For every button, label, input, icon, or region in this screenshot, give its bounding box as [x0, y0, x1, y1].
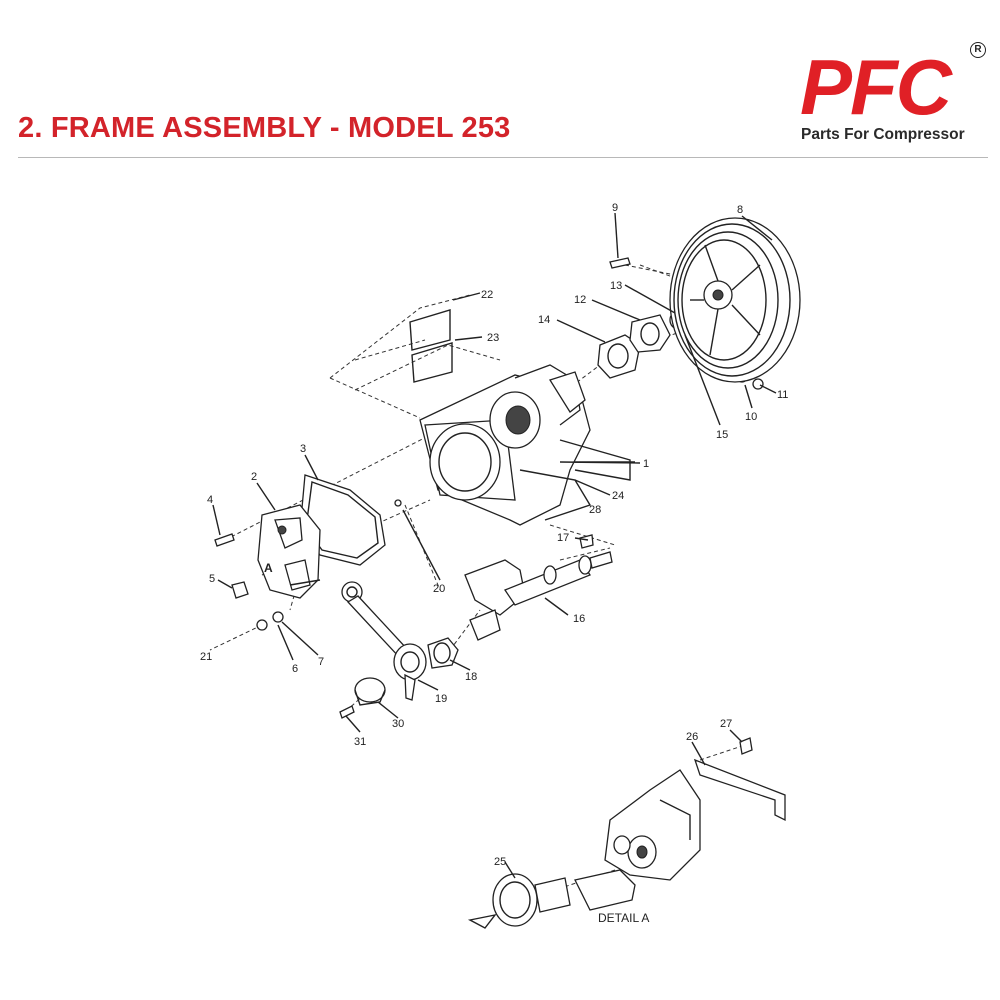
- callout-numbers: 1 2 3 4 5 6 7 8 9 10 11 12 13 14 15 16 1…: [200, 202, 788, 925]
- gaskets-22-23: [409, 309, 453, 383]
- detail-a-label: DETAIL A: [598, 911, 649, 925]
- callout-18: 18: [465, 671, 477, 683]
- callout-1: 1: [643, 458, 649, 470]
- crankshaft: [464, 551, 613, 641]
- callout-30: 30: [392, 718, 404, 730]
- registered-mark: R: [970, 42, 986, 58]
- callout-10: 10: [745, 411, 757, 423]
- logo-letters: PFC: [800, 43, 952, 131]
- callout-31: 31: [354, 736, 366, 748]
- leader-lines: [212, 212, 777, 879]
- callout-12: 12: [574, 294, 586, 306]
- callout-25: 25: [494, 856, 506, 868]
- callout-5: 5: [209, 573, 215, 585]
- callout-24: 24: [612, 490, 624, 502]
- logo-tagline: Parts For Compressor: [801, 126, 965, 143]
- pfc-logo: PFC R Parts For Compressor: [800, 42, 990, 148]
- callout-9: 9: [612, 202, 618, 214]
- callout-17: 17: [557, 532, 569, 544]
- callout-20: 20: [433, 583, 445, 595]
- callout-14: 14: [538, 314, 550, 326]
- callout-13: 13: [610, 280, 622, 292]
- detail-marker-a: A: [264, 561, 273, 575]
- callout-11: 11: [777, 389, 788, 401]
- callout-26: 26: [686, 731, 698, 743]
- callout-23: 23: [487, 332, 499, 344]
- callout-16: 16: [573, 613, 585, 625]
- connecting-rod-parts: [341, 581, 459, 706]
- callout-8: 8: [737, 204, 743, 216]
- callout-19: 19: [435, 693, 447, 705]
- callout-15: 15: [716, 429, 728, 441]
- callout-3: 3: [300, 443, 306, 455]
- callout-7: 7: [318, 656, 324, 668]
- callout-28: 28: [589, 504, 601, 516]
- crankcase-frame: [419, 364, 635, 526]
- flywheel-pulley: [669, 217, 801, 383]
- callout-2: 2: [251, 471, 257, 483]
- callout-4: 4: [207, 494, 213, 506]
- page-title: 2. FRAME ASSEMBLY - MODEL 253: [18, 112, 511, 144]
- callout-21: 21: [200, 651, 212, 663]
- callout-6: 6: [292, 663, 298, 675]
- header-divider: [18, 157, 988, 158]
- callout-22: 22: [481, 289, 493, 301]
- end-cover-assembly: [257, 474, 386, 599]
- detail-a-assembly: [467, 737, 786, 929]
- small-hardware: [214, 257, 764, 719]
- callout-27: 27: [720, 718, 732, 730]
